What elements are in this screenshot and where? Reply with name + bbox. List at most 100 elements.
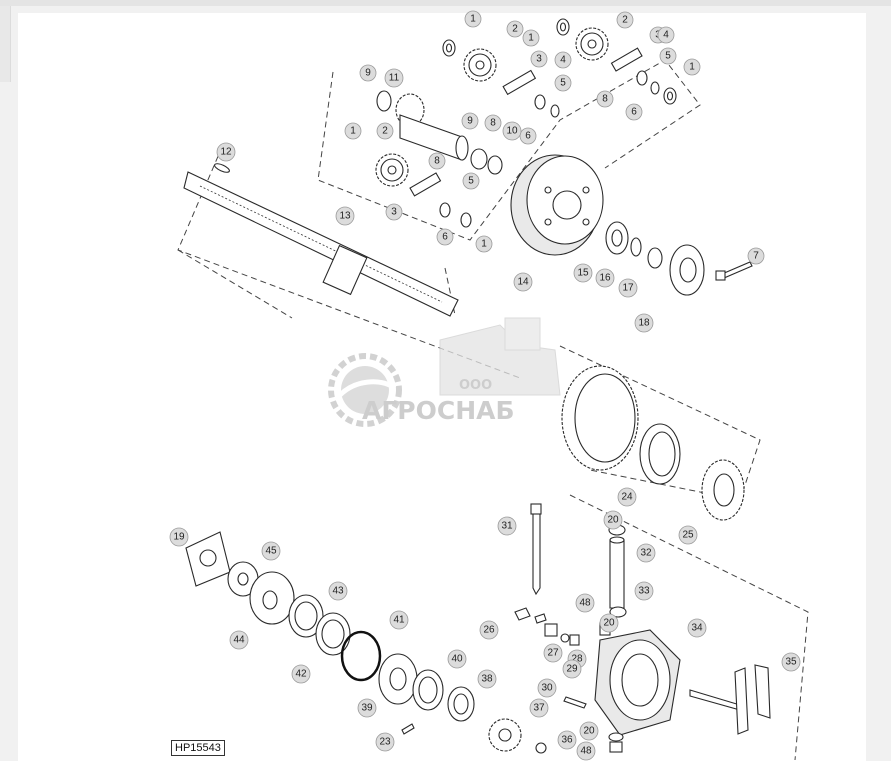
callout-number: 11 — [389, 73, 400, 84]
callout-34: 34 — [687, 618, 707, 638]
callout-number: 2 — [512, 24, 518, 35]
callout-number: 1 — [470, 14, 476, 25]
callout-number: 38 — [481, 674, 493, 685]
callout-bubble — [357, 698, 377, 718]
input-shaft-group — [183, 163, 459, 317]
callout-bubble — [596, 90, 614, 108]
callout-number: 8 — [434, 156, 440, 167]
callout-18: 18 — [634, 313, 654, 333]
callout-12: 12 — [216, 142, 236, 162]
callout-bubble — [436, 228, 454, 246]
callout-45: 45 — [261, 541, 281, 561]
callout-bubble — [477, 669, 497, 689]
callout-bubble — [573, 263, 593, 283]
callout-number: 9 — [467, 116, 473, 127]
callout-bubble — [522, 29, 540, 47]
callout-31: 31 — [497, 516, 517, 536]
callout-bubble — [595, 268, 615, 288]
pump-cover-group — [185, 531, 475, 735]
lower-housing-group — [488, 503, 771, 754]
callout-bubble — [617, 487, 637, 507]
callout-bubble — [389, 610, 409, 630]
ring-gear-group — [561, 365, 745, 521]
callout-bubble — [537, 678, 557, 698]
group-outlines — [177, 59, 809, 761]
callout-number: 39 — [361, 703, 373, 714]
callout-bubble — [484, 114, 502, 132]
callout-25: 25 — [678, 525, 698, 545]
callout-number: 17 — [622, 283, 634, 294]
callout-4: 4 — [657, 26, 675, 44]
callout-43: 43 — [328, 581, 348, 601]
callout-8: 8 — [484, 114, 502, 132]
callout-44: 44 — [229, 630, 249, 650]
callout-number: 8 — [602, 94, 608, 105]
callout-bubble — [513, 272, 533, 292]
callout-bubble — [385, 203, 403, 221]
callout-bubble — [216, 142, 236, 162]
callout-number: 4 — [663, 30, 669, 41]
callout-9: 9 — [461, 112, 479, 130]
callout-number: 3 — [536, 54, 542, 65]
callout-number: 24 — [621, 492, 633, 503]
callout-number: 29 — [566, 664, 578, 675]
callout-number: 32 — [640, 548, 652, 559]
callout-6: 6 — [519, 127, 537, 145]
callout-number: 1 — [481, 239, 487, 250]
callout-bubble — [506, 20, 524, 38]
callout-26: 26 — [479, 620, 499, 640]
callout-38: 38 — [477, 669, 497, 689]
callout-bubble — [625, 103, 643, 121]
callout-number: 12 — [220, 147, 232, 158]
callout-bubble — [634, 581, 654, 601]
callout-1: 1 — [344, 122, 362, 140]
callout-48: 48 — [575, 593, 595, 613]
callout-bubble — [519, 127, 537, 145]
callout-16: 16 — [595, 268, 615, 288]
callout-bubble — [479, 620, 499, 640]
callout-bubble — [502, 121, 522, 141]
callout-bubble — [678, 525, 698, 545]
callout-bubble — [576, 741, 596, 761]
callout-bubble — [461, 112, 479, 130]
callout-5: 5 — [659, 47, 677, 65]
callout-number: 20 — [603, 618, 615, 629]
callout-32: 32 — [636, 543, 656, 563]
callout-bubble — [291, 664, 311, 684]
callout-number: 10 — [506, 126, 518, 137]
callout-5: 5 — [462, 172, 480, 190]
callout-number: 30 — [541, 683, 553, 694]
callout-number: 1 — [528, 33, 534, 44]
callout-bubble — [169, 527, 189, 547]
callout-number: 34 — [691, 623, 703, 634]
part-callouts: 1111122233344555666788899101112131415161… — [169, 10, 801, 761]
callout-5: 5 — [554, 74, 572, 92]
callout-bubble — [554, 51, 572, 69]
left-sidebar-strip — [0, 6, 11, 82]
callout-number: 35 — [785, 657, 797, 668]
callout-bubble — [475, 235, 493, 253]
callout-number: 9 — [365, 68, 371, 79]
callout-bubble — [261, 541, 281, 561]
callout-number: 6 — [525, 131, 531, 142]
callout-number: 6 — [442, 232, 448, 243]
callout-19: 19 — [169, 527, 189, 547]
callout-bubble — [618, 278, 638, 298]
callout-bubble — [375, 732, 395, 752]
callout-number: 13 — [339, 211, 351, 222]
callout-bubble — [562, 659, 582, 679]
callout-bubble — [781, 652, 801, 672]
callout-15: 15 — [573, 263, 593, 283]
agrosnab-watermark: ООО АГРОСНАБ — [328, 317, 561, 427]
callout-30: 30 — [537, 678, 557, 698]
callout-number: 18 — [638, 318, 650, 329]
callout-bubble — [543, 643, 563, 663]
callout-20: 20 — [603, 510, 623, 530]
callout-number: 41 — [393, 615, 405, 626]
callout-1: 1 — [475, 235, 493, 253]
callout-bubble — [687, 618, 707, 638]
callout-number: 7 — [753, 251, 759, 262]
callout-number: 5 — [665, 51, 671, 62]
callout-bubble — [657, 26, 675, 44]
